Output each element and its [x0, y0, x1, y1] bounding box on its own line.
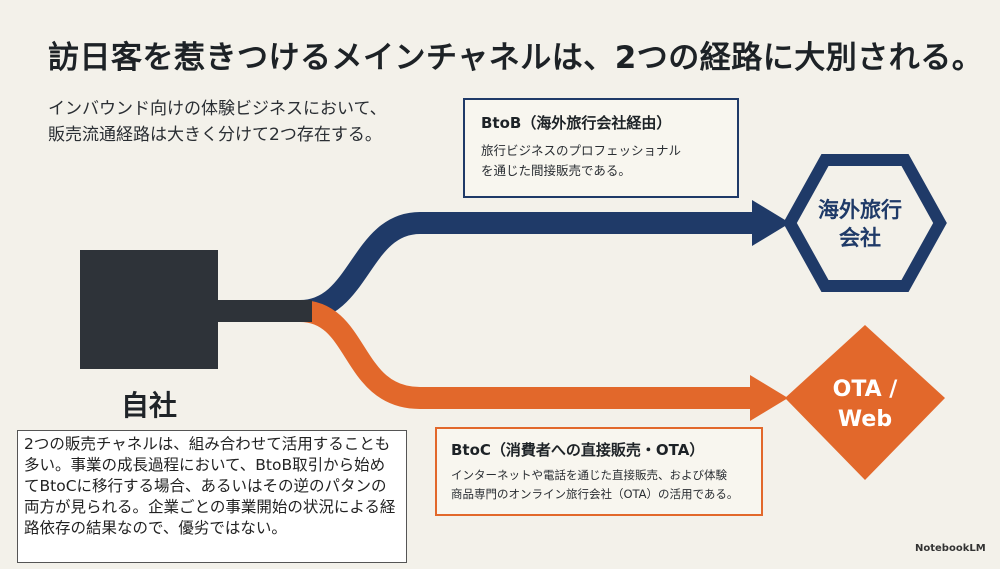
btoc-node-label: OTA / Web [800, 375, 930, 435]
btoc-body-line-2: 商品専門のオンライン旅行会社（OTA）の活用である。 [451, 487, 739, 501]
btoc-node-line-2: Web [837, 407, 893, 432]
self-company-block [80, 250, 218, 369]
btoc-callout-body: インターネットや電話を通じた直接販売、および体験 商品専門のオンライン旅行会社（… [451, 466, 747, 504]
btob-callout-title: BtoB（海外旅行会社経由） [481, 114, 672, 132]
btoc-node-diamond [785, 325, 945, 480]
btob-callout-body: 旅行ビジネスのプロフェッショナル を通じた間接販売である。 [481, 141, 721, 181]
brand-label: NotebookLM [915, 543, 986, 554]
btoc-node-line-1: OTA / [832, 377, 898, 402]
btob-node-line-1: 海外旅行 [818, 198, 902, 222]
btob-body-line-2: を通じた間接販売である。 [481, 163, 631, 178]
btoc-flow-path [299, 300, 758, 409]
btob-callout: BtoB（海外旅行会社経由） 旅行ビジネスのプロフェッショナル を通じた間接販売… [463, 98, 739, 198]
btob-flow-path [218, 212, 760, 322]
intro-line-2: 販売流通経路は大きく分けて2つ存在する。 [48, 125, 382, 145]
note-textbox[interactable]: 2つの販売チャネルは、組み合わせて活用することも多い。事業の成長過程において、B… [17, 430, 407, 563]
btob-node-label: 海外旅行 会社 [800, 196, 920, 252]
btoc-callout-title: BtoC（消費者への直接販売・OTA） [451, 441, 705, 459]
page-title: 訪日客を惹きつけるメインチャネルは、2つの経路に大別される。 [48, 40, 984, 76]
notebooklm-brand: NotebookLM [915, 543, 986, 554]
btob-node-line-2: 会社 [839, 226, 881, 250]
intro-text: インバウンド向けの体験ビジネスにおいて、 販売流通経路は大きく分けて2つ存在する… [48, 96, 428, 148]
btoc-callout: BtoC（消費者への直接販売・OTA） インターネットや電話を通じた直接販売、お… [435, 427, 763, 516]
self-company-label: 自社 [120, 389, 177, 422]
btob-node-hexagon [783, 154, 947, 292]
btoc-body-line-1: インターネットや電話を通じた直接販売、および体験 [451, 468, 727, 482]
intro-line-1: インバウンド向けの体験ビジネスにおいて、 [48, 99, 387, 119]
btob-body-line-1: 旅行ビジネスのプロフェッショナル [481, 143, 682, 158]
btob-arrowhead [752, 200, 790, 246]
btoc-arrowhead [750, 375, 788, 421]
